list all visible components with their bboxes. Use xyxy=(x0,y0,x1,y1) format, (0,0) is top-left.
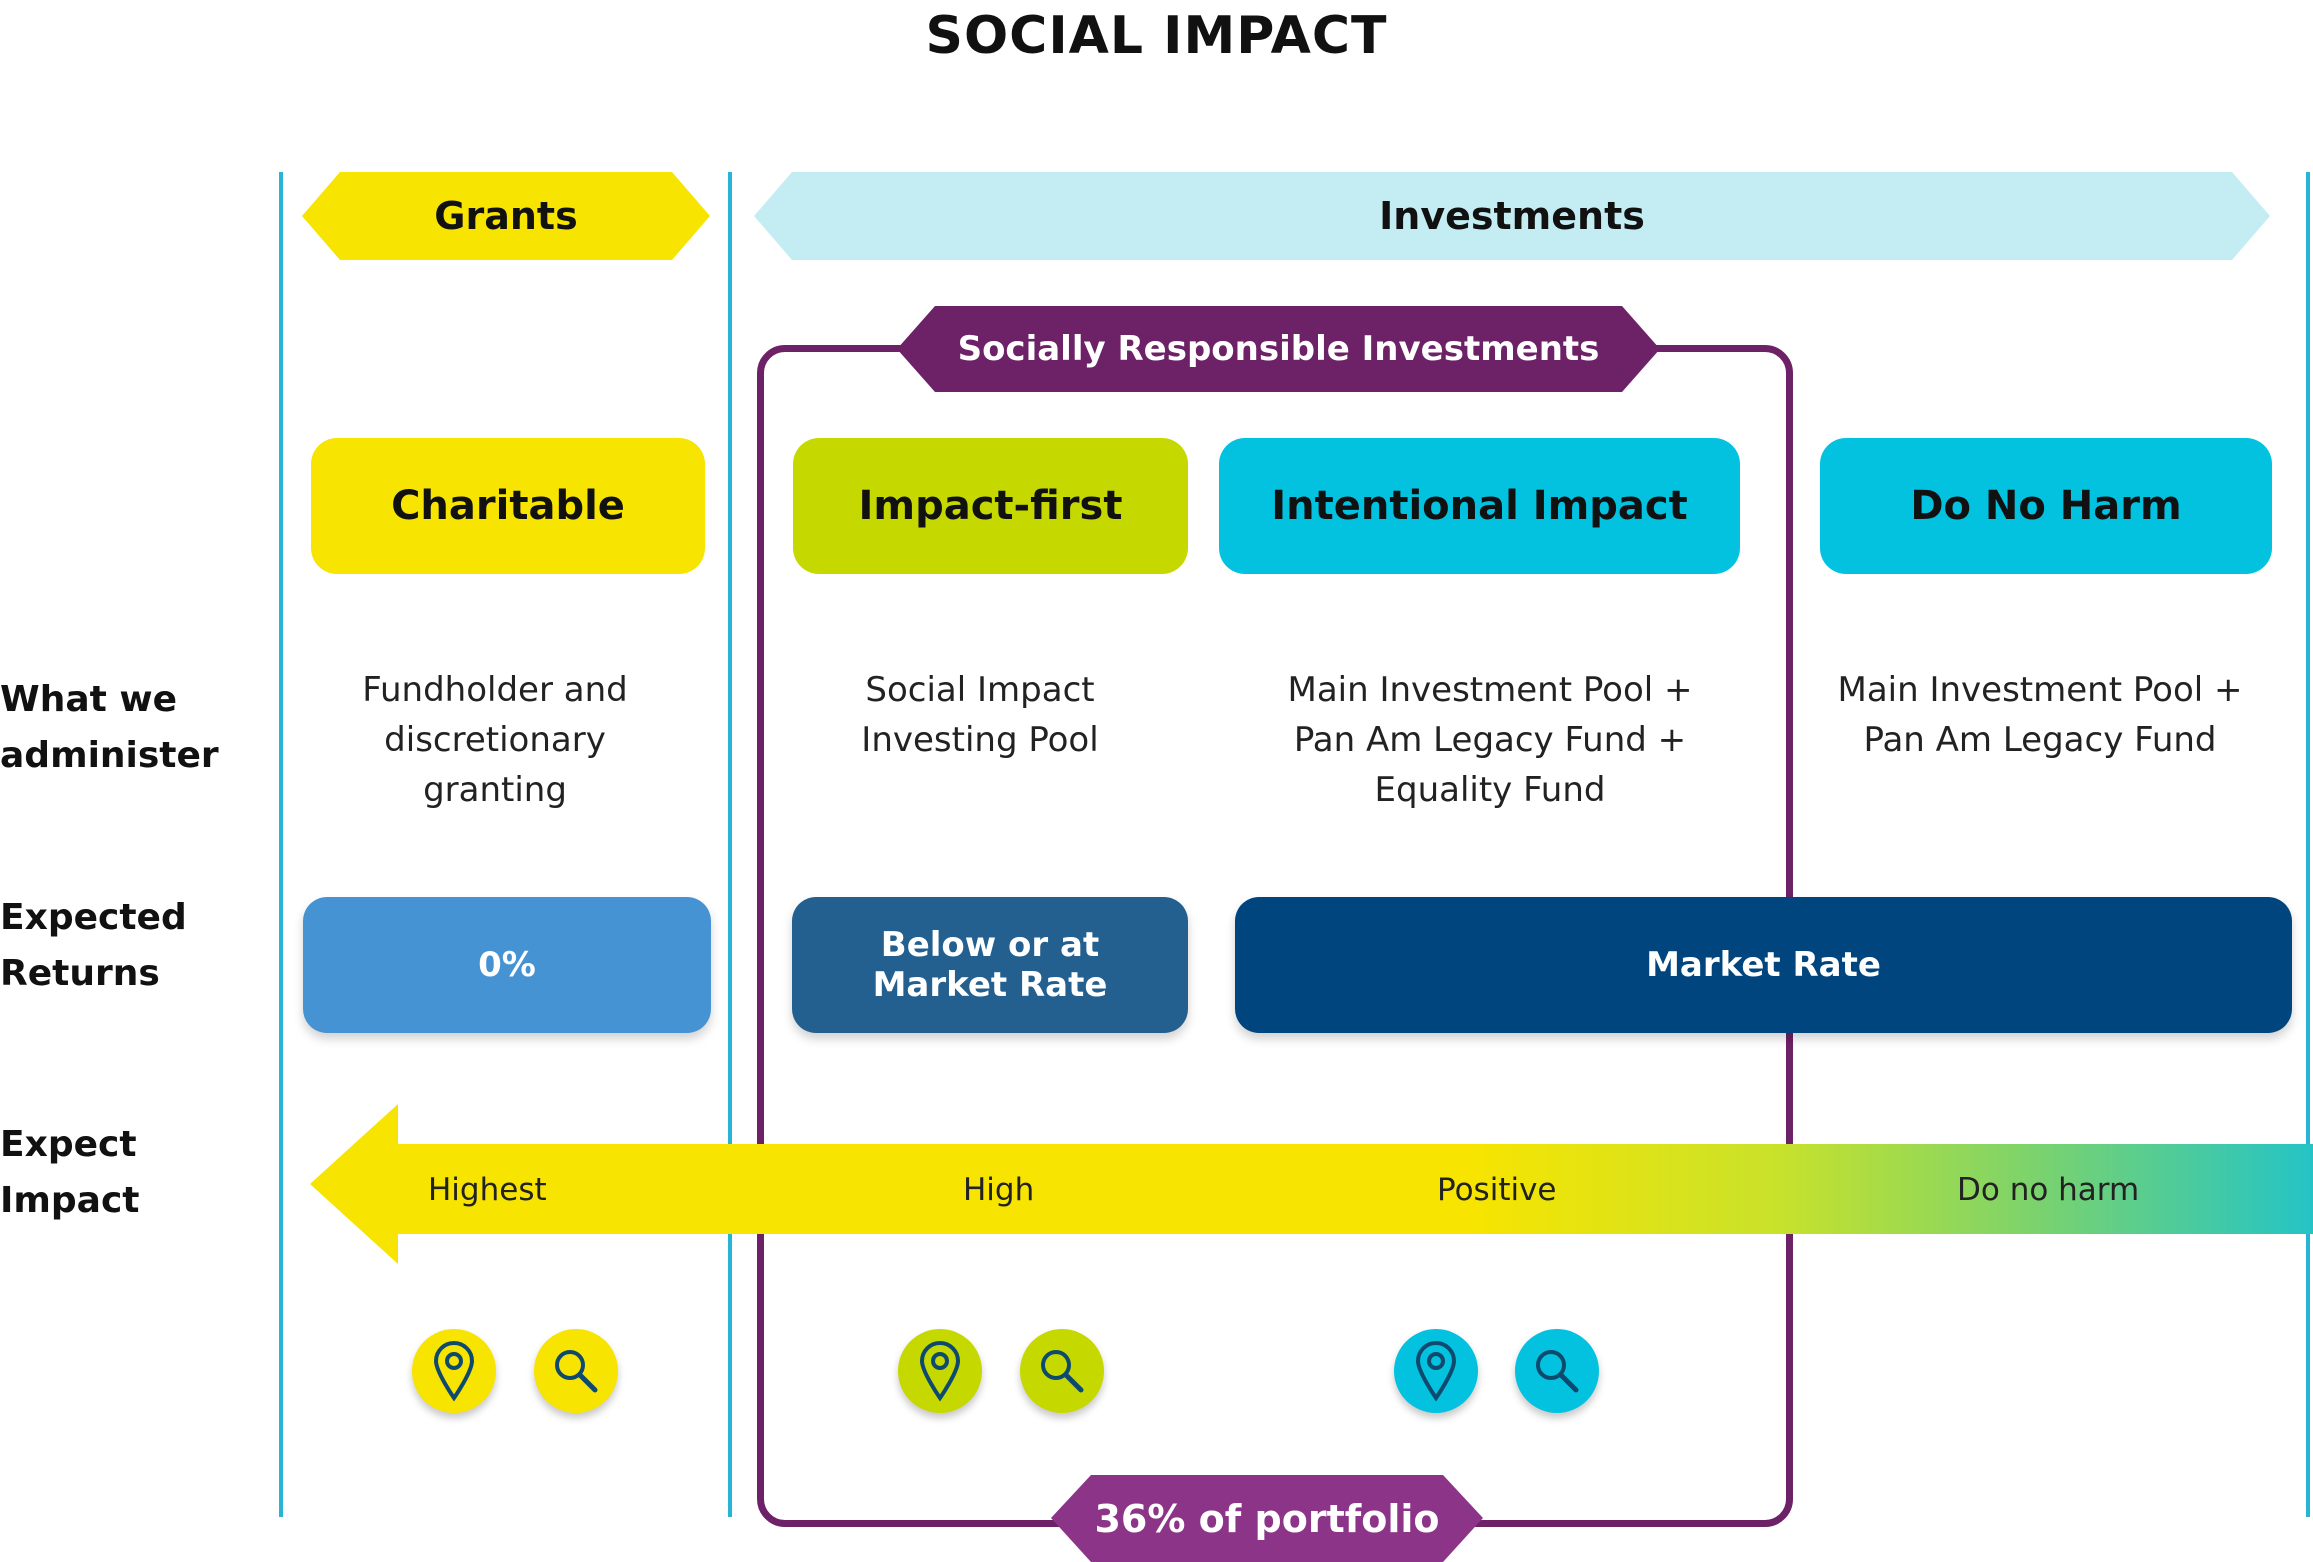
search-icon xyxy=(1041,1350,1084,1393)
sri-banner-shape xyxy=(897,306,1660,392)
impact-arrow xyxy=(310,1104,2313,1264)
sri-banner-label: Socially Responsible Investments xyxy=(957,329,1600,369)
administer-intentional-line1: Main Investment Pool + xyxy=(1287,670,1693,710)
category-charitable: Charitable xyxy=(311,438,705,574)
return-below-market-line2: Market Rate xyxy=(872,965,1108,1005)
grants-location-button[interactable] xyxy=(412,1329,496,1413)
map-pin-icon xyxy=(919,1341,961,1402)
category-intentional-impact: Intentional Impact xyxy=(1219,438,1740,574)
impact-label-positive: Positive xyxy=(1437,1172,1557,1208)
sri-banner: Socially Responsible Investments xyxy=(897,306,1660,392)
portfolio-banner-label: 36% of portfolio xyxy=(1094,1496,1440,1541)
impact-label-high: High xyxy=(963,1172,1035,1208)
administer-charitable-line3: granting xyxy=(423,770,567,810)
row-label-impact-line2: Impact xyxy=(0,1180,140,1221)
row-label-returns-line2: Returns xyxy=(0,953,160,994)
return-zero: 0% xyxy=(303,897,711,1033)
portfolio-banner-shape xyxy=(1051,1475,1483,1562)
impact-label-do-no-harm: Do no harm xyxy=(1957,1172,2140,1208)
administer-charitable: Fundholder and discretionary granting xyxy=(300,665,690,815)
administer-impact-first-line1: Social Impact xyxy=(865,670,1095,710)
administer-intentional-line3: Equality Fund xyxy=(1374,770,1606,810)
administer-do-no-harm: Main Investment Pool + Pan Am Legacy Fun… xyxy=(1795,665,2285,765)
divider-line-right xyxy=(2306,172,2310,1517)
search-icon xyxy=(555,1350,598,1393)
row-label-returns: Expected Returns xyxy=(0,890,187,1002)
administer-impact-first-line2: Investing Pool xyxy=(861,720,1099,760)
portfolio-banner: 36% of portfolio xyxy=(1051,1475,1483,1562)
grants-search-button[interactable] xyxy=(534,1329,618,1413)
row-label-administer: What we administer xyxy=(0,672,219,784)
grants-banner: Grants xyxy=(302,172,710,260)
divider-line-left xyxy=(279,172,283,1517)
map-pin-icon xyxy=(1415,1341,1457,1402)
administer-charitable-line1: Fundholder and xyxy=(362,670,628,710)
map-pin-icon xyxy=(433,1341,475,1402)
return-market-rate: Market Rate xyxy=(1235,897,2292,1033)
category-impact-first: Impact-first xyxy=(793,438,1188,574)
administer-do-no-harm-line2: Pan Am Legacy Fund xyxy=(1863,720,2217,760)
row-label-impact: Expect Impact xyxy=(0,1117,140,1229)
administer-intentional: Main Investment Pool + Pan Am Legacy Fun… xyxy=(1230,665,1750,815)
grants-banner-shape xyxy=(302,172,710,260)
return-below-market: Below or at Market Rate xyxy=(792,897,1188,1033)
intentional-search-button[interactable] xyxy=(1515,1329,1599,1413)
search-icon xyxy=(1536,1350,1579,1393)
impact-first-location-button[interactable] xyxy=(898,1329,982,1413)
administer-impact-first: Social Impact Investing Pool xyxy=(800,665,1160,765)
administer-do-no-harm-line1: Main Investment Pool + xyxy=(1837,670,2243,710)
impact-label-highest: Highest xyxy=(428,1172,547,1208)
impact-first-search-button[interactable] xyxy=(1020,1329,1104,1413)
row-label-administer-line2: administer xyxy=(0,735,219,776)
row-label-impact-line1: Expect xyxy=(0,1124,137,1165)
return-below-market-line1: Below or at xyxy=(880,925,1100,965)
investments-banner-shape xyxy=(754,172,2270,260)
administer-charitable-line2: discretionary xyxy=(384,720,606,760)
intentional-location-button[interactable] xyxy=(1394,1329,1478,1413)
row-label-administer-line1: What we xyxy=(0,679,178,720)
page-title: SOCIAL IMPACT xyxy=(925,6,1388,66)
administer-intentional-line2: Pan Am Legacy Fund + xyxy=(1293,720,1687,760)
row-label-returns-line1: Expected xyxy=(0,897,187,938)
grants-banner-label: Grants xyxy=(434,194,578,238)
investments-banner-label: Investments xyxy=(1379,194,1645,238)
category-do-no-harm: Do No Harm xyxy=(1820,438,2272,574)
investments-banner: Investments xyxy=(754,172,2270,260)
divider-line-middle xyxy=(728,172,732,1517)
